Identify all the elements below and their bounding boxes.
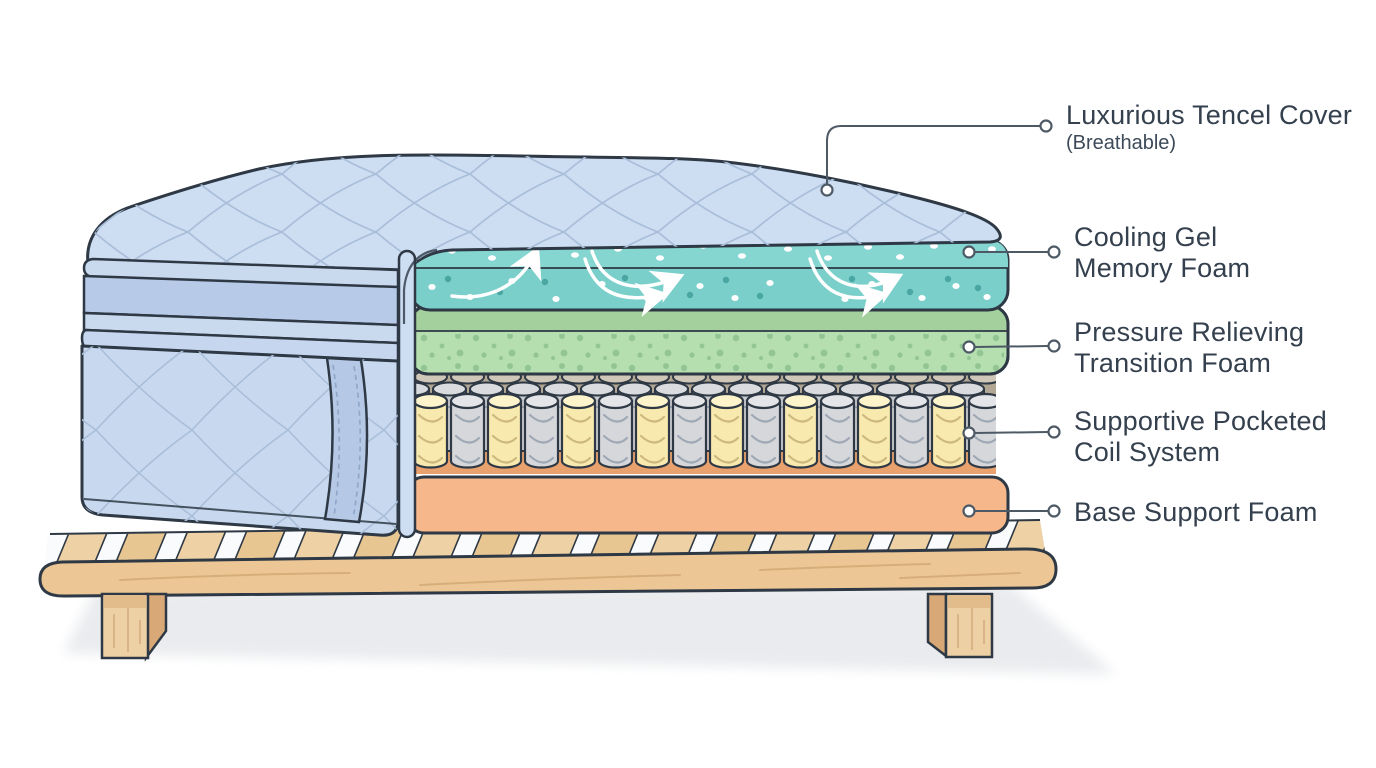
cover-cut-edge (397, 249, 417, 539)
bed-frame-rail (38, 547, 1058, 598)
leader-dot (1047, 245, 1061, 259)
leader-dot (1047, 339, 1061, 353)
leader-dot (962, 504, 976, 518)
leader-dot (962, 426, 976, 440)
leader-dot (962, 245, 976, 259)
handle-strap (323, 356, 369, 524)
mattress-cover (80, 153, 1002, 539)
label-base: Base Support Foam (1074, 497, 1318, 527)
frame-leg-left (100, 592, 168, 662)
cooling-gel-layer (408, 238, 1010, 318)
side-panel (80, 344, 400, 537)
leader-line-cover (826, 125, 1041, 184)
label-cover-subtitle: (Breathable) (1066, 132, 1177, 154)
leader-dot (1047, 504, 1061, 518)
leader-line-coils (974, 431, 1049, 434)
label-transition: Pressure Relieving Transition Foam (1074, 317, 1305, 378)
label-cover-title: Luxurious Tencel Cover (1066, 100, 1353, 130)
leader-lines (826, 125, 1049, 512)
leader-dots (820, 119, 1061, 518)
gel-dots-dark (444, 274, 982, 300)
inner-layers (406, 238, 1010, 535)
base-foam-layer (406, 475, 1010, 535)
label-gel: Cooling Gel Memory Foam (1074, 222, 1251, 283)
pillow-top-band (80, 257, 400, 363)
leader-dot (962, 340, 976, 354)
transition-foam-layer (408, 304, 1010, 376)
label-coils: Supportive Pocketed Coil System (1074, 406, 1327, 467)
leader-dot (1039, 119, 1053, 133)
coil-system (410, 369, 996, 469)
leader-dot (820, 183, 834, 197)
frame-leg-right (926, 592, 994, 659)
airflow-arrows (450, 245, 904, 318)
cover-fold-crease (402, 248, 438, 324)
label-cover: Luxurious Tencel Cover (Breathable) (1066, 100, 1352, 156)
leader-dot (1047, 425, 1061, 439)
leader-line-transition (974, 345, 1049, 348)
floor-shadow (64, 583, 1116, 674)
